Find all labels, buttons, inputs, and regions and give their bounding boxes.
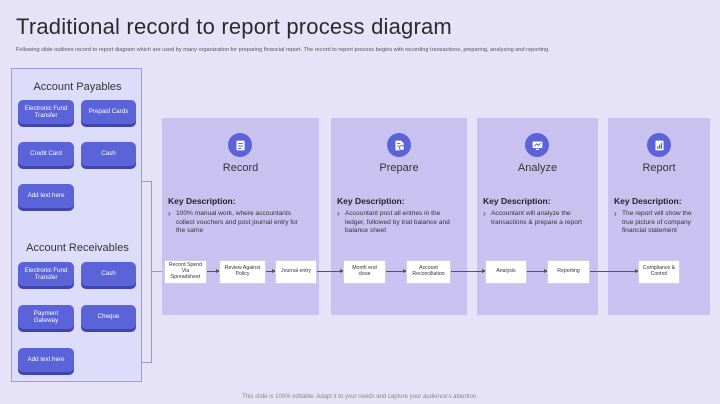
stage-report-key-title: Key Description: [614, 196, 682, 206]
payables-item-credit-card[interactable]: Credit Card [18, 142, 74, 166]
prepare-icon [387, 133, 411, 157]
flow-arrow [317, 269, 344, 273]
flow-arrow [451, 269, 486, 273]
account-receivables-title: Account Receivables [26, 242, 129, 254]
stage-analyze-name: Analyze [517, 162, 558, 174]
flow-arrow [590, 269, 639, 273]
report-icon [647, 133, 671, 157]
payables-item-add-text[interactable]: Add text here [18, 184, 74, 208]
page-subtitle: Following slide outlines record to repor… [16, 47, 550, 53]
stage-prepare-key-title: Key Description: [337, 196, 405, 206]
receivables-item-payment-gateway[interactable]: Payment Gateway [18, 305, 74, 329]
flow-node-compliance-control: Compliance & Control [638, 260, 680, 284]
stage-prepare-key-text: Accountant post all entries in the ledge… [337, 209, 461, 236]
connector-tick [152, 271, 162, 272]
flow-arrow [527, 269, 548, 273]
receivables-item-eft[interactable]: Electronic Fund Transfer [18, 262, 74, 286]
stage-report: Report Key Description: The report will … [608, 118, 710, 315]
stage-prepare-name: Prepare [379, 162, 419, 174]
receivables-item-cash[interactable]: Cash [81, 262, 136, 286]
stage-record-key-title: Key Description: [168, 196, 236, 206]
receivables-item-cheque[interactable]: Cheque [81, 305, 136, 329]
stage-record: Record Key Description: 100% manual work… [162, 118, 319, 315]
flow-node-review-policy: Review Against Policy [219, 260, 266, 284]
connector-bracket [142, 181, 152, 363]
payables-item-prepaid-cards[interactable]: Prepaid Cards [81, 100, 136, 124]
accounts-panel: Account Payables Electronic Fund Transfe… [11, 68, 142, 382]
stage-report-key-text: The report will show the true picture of… [614, 209, 704, 236]
account-payables-title: Account Payables [33, 81, 122, 93]
payables-item-cash[interactable]: Cash [81, 142, 136, 166]
stage-analyze-key-text: Accountant will analyze the transactions… [483, 209, 593, 227]
stage-record-key-text: 100% manual work, where accountants coll… [168, 209, 308, 236]
stage-record-name: Record [222, 162, 259, 174]
flow-node-month-end-close: Month end close [343, 260, 386, 284]
payables-item-eft[interactable]: Electronic Fund Transfer [18, 100, 74, 124]
flow-node-journal-entry: Journal entry [275, 260, 317, 284]
stage-analyze-key-title: Key Description: [483, 196, 551, 206]
receivables-item-add-text[interactable]: Add text here [18, 348, 74, 372]
flow-arrow [266, 269, 276, 273]
flow-arrow [386, 269, 407, 273]
flow-node-record-spend: Record Spend Via Spreadsheet [164, 260, 207, 284]
record-icon [228, 133, 252, 157]
flow-node-analysis: Analysis [485, 260, 527, 284]
analyze-icon [525, 133, 549, 157]
stage-report-name: Report [642, 162, 676, 174]
flow-node-account-reconciliation: Account Reconciliation [406, 260, 451, 284]
page-title: Traditional record to report process dia… [16, 14, 452, 39]
stage-analyze: Analyze Key Description: Accountant will… [477, 118, 598, 315]
flow-arrow [207, 269, 220, 273]
flow-node-reporting: Reporting [547, 260, 590, 284]
stage-prepare: Prepare Key Description: Accountant post… [331, 118, 467, 315]
footer-note: This slide is 100% editable. Adapt it to… [242, 394, 478, 400]
